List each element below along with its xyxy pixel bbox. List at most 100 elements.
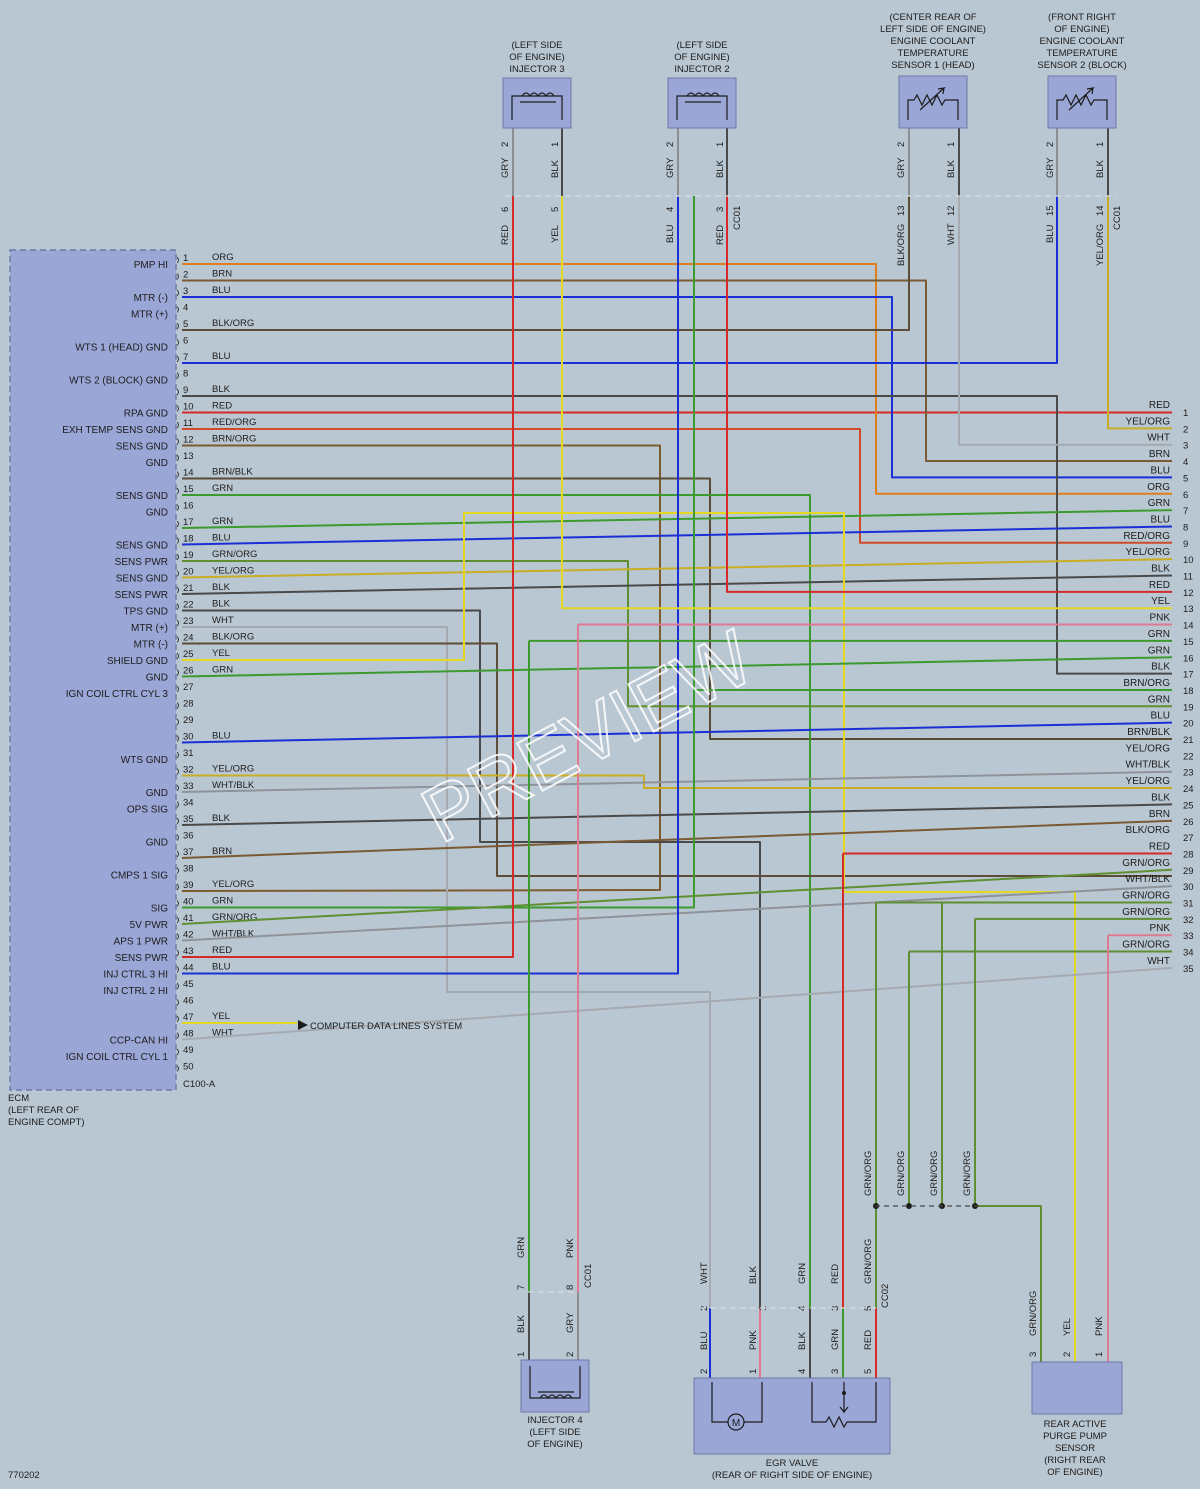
ects-1-title-2: LEFT SIDE OF ENGINE) — [880, 24, 986, 35]
injector-3[interactable]: (LEFT SIDE OF ENGINE) INJECTOR 3 — [502, 40, 572, 129]
ects-1-wire-2: BLK — [946, 159, 957, 178]
injector-4[interactable]: INJECTOR 4 (LEFT SIDE OF ENGINE) — [520, 1359, 590, 1450]
wire-purge-grnorg[interactable] — [974, 918, 1042, 1362]
wire-ecm1-right6[interactable] — [182, 263, 1172, 495]
wire-ecm43-injector3[interactable] — [182, 196, 514, 958]
ects-1-pin-1: 1 — [946, 142, 957, 147]
injector-4-harness-pin-1: 7 — [516, 1285, 527, 1290]
ects-1-harness-wire-2: WHT — [946, 223, 957, 245]
egr-potentiometer-icon — [711, 1382, 877, 1429]
wire-ecm24-right27[interactable] — [182, 642, 1172, 877]
purge-title-3: SENSOR — [1055, 1443, 1095, 1454]
wire-ects2-right2[interactable] — [1107, 196, 1172, 430]
right-connector-pin-number: 15 — [1183, 637, 1194, 648]
right-wire-color-label: GRN/ORG — [1122, 907, 1170, 918]
ecm-pin-terminal — [176, 883, 179, 891]
right-wire-color-label: WHT — [1147, 956, 1170, 967]
egr-valve[interactable]: M EGR VALVE (REAR OF RIGHT SIDE OF ENGIN… — [693, 1377, 891, 1481]
injector-2-title-1: (LEFT SIDE — [676, 40, 727, 51]
wire-ecm15-egr4[interactable] — [182, 494, 811, 1380]
wire-ecm44-injector2[interactable] — [182, 196, 679, 975]
ecm-signal-label: TPS GND — [124, 607, 168, 618]
ecm-pin-number: 22 — [183, 600, 194, 611]
ecm-pin-terminal — [176, 1032, 179, 1039]
injector-3-body — [502, 77, 572, 129]
right-connector-pin-number: 17 — [1183, 670, 1194, 681]
wire-ecm7-ects2[interactable] — [182, 196, 1058, 364]
ects-2-harness-pin-1: 15 — [1045, 205, 1056, 216]
computer-data-lines-link[interactable]: COMPUTER DATA LINES SYSTEM — [310, 1021, 462, 1032]
right-connector-pin-list: RED1YEL/ORG2WHT3BRN4BLU5ORG6GRN7BLU8RED/… — [1122, 400, 1193, 975]
right-wire-color-label: BLK — [1151, 662, 1170, 673]
splice-label-3: GRN/ORG — [929, 1151, 940, 1196]
ecm-wire-color-label: WHT — [212, 615, 234, 626]
wire-ecm5-ects1[interactable] — [182, 196, 910, 331]
right-wire-color-label: GRN — [1148, 498, 1170, 509]
egr-wire-1: BLU — [699, 1331, 710, 1350]
ecm-pin-number: 7 — [183, 352, 188, 363]
purge-pin-3: 3 — [1028, 1352, 1039, 1357]
right-connector-pin-number: 14 — [1183, 621, 1194, 632]
ecm-pin-terminal — [176, 652, 179, 660]
ecm-pin-terminal — [176, 817, 179, 825]
ecm-pin-terminal — [176, 355, 179, 363]
ecm-pin-number: 5 — [183, 319, 188, 330]
wire-ecm48-right35[interactable] — [181, 966, 1173, 1041]
ecm-pin-terminal — [176, 421, 179, 429]
ecm-pin-number: 28 — [183, 699, 194, 710]
right-connector-pin-number: 20 — [1183, 719, 1194, 730]
wire-ects1-right3[interactable] — [958, 196, 1172, 446]
ecm-signal-label: WTS GND — [121, 755, 168, 766]
wire-ecm3-right5[interactable] — [182, 296, 1172, 479]
wire-ecm23-egr2[interactable] — [182, 626, 711, 1380]
right-connector-pin-number: 10 — [1183, 555, 1194, 566]
wire-ecm9-right17[interactable] — [182, 395, 1172, 675]
wire-ecm11-right9[interactable] — [182, 428, 1172, 544]
wire-ecm22-egr1[interactable] — [182, 609, 761, 1381]
ecm-pin-terminal — [176, 751, 179, 759]
injector-2[interactable]: (LEFT SIDE OF ENGINE) INJECTOR 2 — [667, 40, 737, 129]
injector-2-harness-pin-2: 3 — [715, 207, 726, 212]
ecm-location-line-2: ENGINE COMPT) — [8, 1117, 85, 1128]
thermistor-icon — [907, 87, 959, 120]
ecm-signal-label: SENS GND — [116, 442, 168, 453]
coolant-temp-sensor-2[interactable]: (FRONT RIGHT OF ENGINE) ENGINE COOLANT T… — [1037, 12, 1127, 129]
ects-2-title-1: (FRONT RIGHT — [1048, 12, 1116, 23]
wire-ecm40[interactable] — [182, 196, 695, 909]
ecm-pin-number: 8 — [183, 369, 188, 380]
ecm-pin-number: 46 — [183, 996, 194, 1007]
injector-3-harness-wire-2: YEL — [550, 225, 561, 243]
ecm-pin-number: 12 — [183, 435, 194, 446]
right-connector-pin-number: 35 — [1183, 964, 1194, 975]
purge-pump-sensor[interactable]: REAR ACTIVE PURGE PUMP SENSOR (RIGHT REA… — [1031, 1361, 1123, 1478]
wire-injector3-right13[interactable] — [561, 196, 1172, 610]
ecm-signal-label: SENS PWR — [115, 557, 168, 568]
egr-pin-3: 4 — [797, 1369, 808, 1374]
ecm-pin-number: 6 — [183, 336, 188, 347]
ecm-pin-number: 14 — [183, 468, 194, 479]
egr-valve-body — [693, 1377, 891, 1455]
wire-ecm19-right19[interactable] — [182, 560, 1172, 708]
ecm-pin-number: 1 — [183, 253, 188, 264]
ects-1-title-4: TEMPERATURE — [897, 48, 968, 59]
ecm-pin-number: 41 — [183, 913, 194, 924]
ecm-pin-number: 38 — [183, 864, 194, 875]
ecm-wire-color-label: BLK/ORG — [212, 632, 254, 643]
ecm-signal-label: 5V PWR — [130, 920, 168, 931]
ecm-pin-number: 27 — [183, 682, 194, 693]
ecm-pin-terminal — [176, 801, 179, 808]
purge-title-1: REAR ACTIVE — [1044, 1419, 1107, 1430]
wire-ecm2-right4[interactable] — [182, 279, 1172, 463]
ecm-signal-label: OPS SIG — [127, 805, 168, 816]
ecm-pin-terminal — [176, 867, 179, 874]
wire-injector2-right12[interactable] — [726, 196, 1172, 593]
coolant-temp-sensor-1[interactable]: (CENTER REAR OF LEFT SIDE OF ENGINE) ENG… — [880, 12, 986, 129]
ecm-signal-label: IGN COIL CTRL CYL 3 — [66, 689, 169, 700]
right-wire-color-label: YEL/ORG — [1126, 776, 1171, 787]
ecm-pin-terminal — [176, 850, 179, 858]
ecm-pin-terminal — [176, 768, 179, 775]
ecm-pin-number: 32 — [183, 765, 194, 776]
ecm-block[interactable] — [9, 249, 177, 1091]
ecm-signal-label: MTR (+) — [131, 623, 168, 634]
ecm-pin-terminal — [176, 949, 179, 957]
